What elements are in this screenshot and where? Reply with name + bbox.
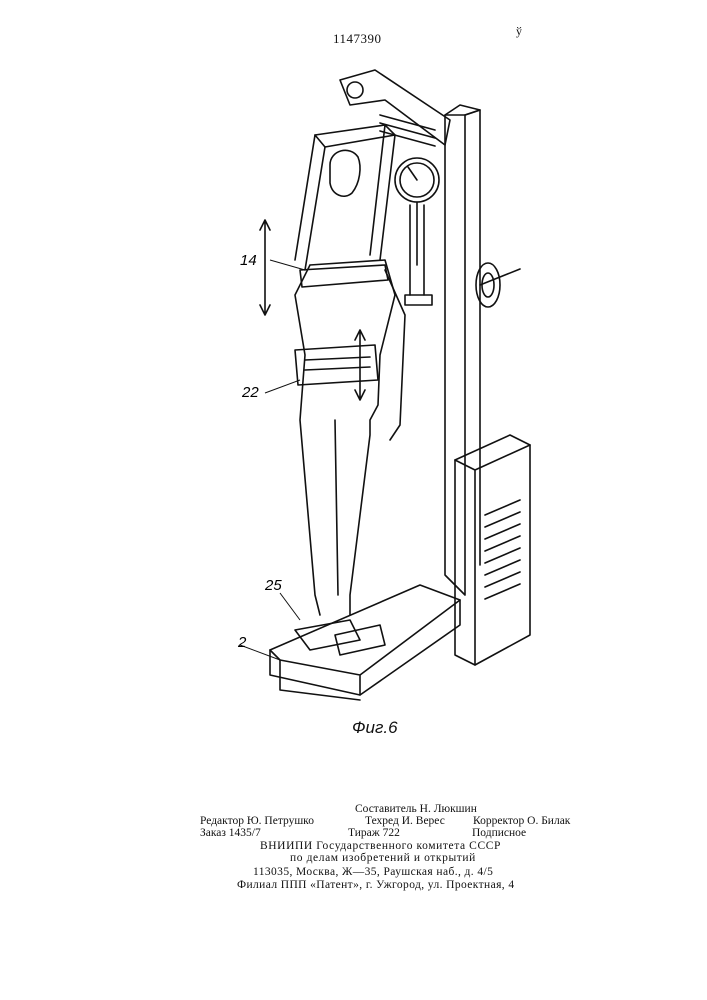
ref-label-14: 14 xyxy=(240,252,257,269)
waist-belt xyxy=(295,345,378,385)
order: Заказ 1435/7 xyxy=(200,827,261,839)
address: 113035, Москва, Ж—35, Раушская наб., д. … xyxy=(253,866,493,878)
foot-straps xyxy=(295,620,385,655)
pulley xyxy=(347,82,363,98)
arrow-14 xyxy=(260,220,270,315)
compiler: Составитель Н. Люкшин xyxy=(355,803,477,815)
subscription: Подписное xyxy=(472,827,526,839)
ref-label-22: 22 xyxy=(241,384,259,401)
figure-caption: Фиг.6 xyxy=(352,718,398,738)
person-head xyxy=(330,150,360,196)
ref-label-2: 2 xyxy=(237,634,247,651)
arrow-22 xyxy=(355,330,365,400)
org-line-2: по делам изобретений и открытий xyxy=(290,852,476,864)
vent-slots xyxy=(485,500,520,599)
techred: Техред И. Верес xyxy=(365,815,445,827)
patent-drawing: 14 22 25 2 xyxy=(220,55,550,705)
top-bracket xyxy=(340,70,450,145)
corner-mark: ў xyxy=(516,24,522,39)
branch: Филиал ППП «Патент», г. Ужгород, ул. Про… xyxy=(237,879,515,891)
corrector: Корректор О. Билак xyxy=(473,815,570,827)
circulation: Тираж 722 xyxy=(348,827,400,839)
column-side xyxy=(465,110,480,565)
cabinet xyxy=(455,435,530,665)
column-top xyxy=(445,105,480,115)
person-body xyxy=(295,260,395,615)
patent-number: 1147390 xyxy=(333,31,382,47)
spring-rod xyxy=(410,202,424,295)
editor: Редактор Ю. Петрушко xyxy=(200,815,314,827)
platform xyxy=(270,585,460,695)
org-line-1: ВНИИПИ Государственного комитета СССР xyxy=(260,840,501,852)
ref-label-25: 25 xyxy=(264,577,282,594)
chest-strap xyxy=(300,265,388,287)
